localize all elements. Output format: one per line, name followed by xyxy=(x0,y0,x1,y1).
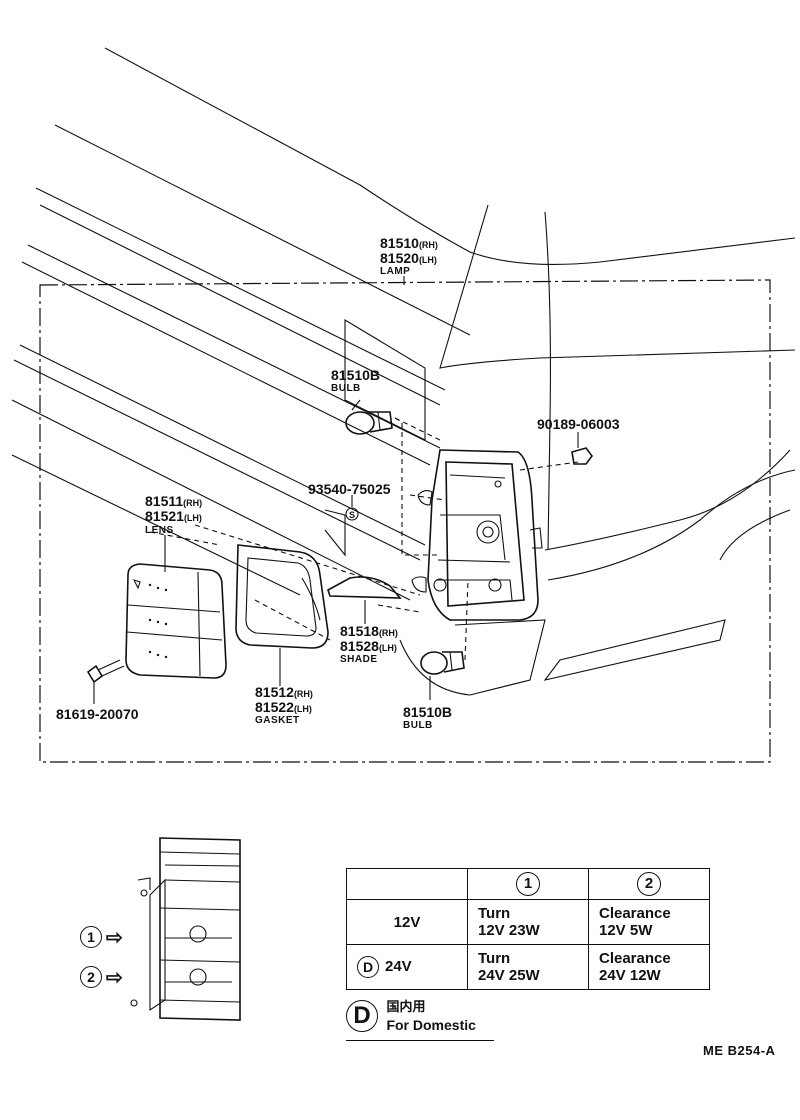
domestic-legend-underline xyxy=(346,1040,494,1041)
shade-part xyxy=(327,576,402,599)
gasket-number-rh: 81512 xyxy=(255,684,294,700)
vehicle-body-outline xyxy=(11,47,796,696)
position-1-callout: 1⇨ xyxy=(80,926,123,948)
svg-text:81520(LH): 81520(LH) xyxy=(380,250,437,266)
table-header-empty xyxy=(346,868,468,900)
gasket-side-lh: (LH) xyxy=(294,704,312,714)
table-header-1: 1 xyxy=(467,868,589,900)
assembly-frame xyxy=(39,279,771,763)
bulb-upper-name: BULB xyxy=(331,383,361,394)
lamp-name: LAMP xyxy=(380,266,410,277)
lens-part xyxy=(125,563,227,679)
domestic-legend-text: 国内用 For Domestic xyxy=(386,1000,475,1034)
gasket-part xyxy=(235,544,329,649)
domestic-legend-mark-icon: D xyxy=(346,1000,378,1032)
lamp-side-rh: (RH) xyxy=(419,240,438,250)
svg-text:81522(LH): 81522(LH) xyxy=(255,699,312,715)
table-row: D 24V Turn 24V 25W Clearance 24V 12W xyxy=(346,944,710,990)
bulb-upper-number: 81510B xyxy=(331,367,380,383)
table-row-12v-col2: Clearance 12V 5W xyxy=(588,899,710,945)
screw-number: 81619-20070 xyxy=(56,706,139,722)
lamp-front-view xyxy=(130,837,241,1021)
label-bulb-upper: 81510B BULB xyxy=(331,367,380,394)
nut-number: 90189-06003 xyxy=(537,416,620,432)
bulb-lower-name: BULB xyxy=(403,720,433,731)
table-row-12v-col1-line1: Turn xyxy=(478,905,511,922)
table-row-12v-col1-line2: 12V 23W xyxy=(478,922,540,939)
table-row-24v-col2: Clearance 24V 12W xyxy=(588,944,710,990)
lamp-housing xyxy=(411,449,543,621)
table-header-1-label: 1 xyxy=(516,872,540,896)
shade-side-lh: (LH) xyxy=(379,643,397,653)
lamp-number-rh: 81510 xyxy=(380,235,419,251)
position-2-callout: 2⇨ xyxy=(80,966,123,988)
domestic-legend: D 国内用 For Domestic xyxy=(346,1000,494,1041)
bulb-lower xyxy=(420,651,465,700)
lamp-number-lh: 81520 xyxy=(380,250,419,266)
bulb-lower-number: 81510B xyxy=(403,704,452,720)
screw-s-mark: S xyxy=(345,495,359,521)
table-header-2-label: 2 xyxy=(637,872,661,896)
label-lens: 81511(RH) 81521(LH) LENS xyxy=(145,493,202,572)
table-row-12v-voltage-label: 12V xyxy=(393,913,421,931)
domestic-legend-jp: 国内用 xyxy=(386,1000,426,1015)
gasket-name: GASKET xyxy=(255,715,300,726)
gasket-side-rh: (RH) xyxy=(294,689,313,699)
table-row-24v-col2-line2: 24V 12W xyxy=(599,967,661,984)
svg-text:81521(LH): 81521(LH) xyxy=(145,508,202,524)
table-row-12v-voltage: 12V xyxy=(346,899,468,945)
nut-part xyxy=(571,432,593,465)
position-2-number: 2 xyxy=(80,966,102,988)
shade-name: SHADE xyxy=(340,654,378,665)
svg-text:81510(RH): 81510(RH) xyxy=(380,235,438,251)
table-header-row: 1 2 xyxy=(346,868,710,900)
lens-number-rh: 81511 xyxy=(145,493,183,509)
table-row-12v-col1: Turn 12V 23W xyxy=(467,899,589,945)
lens-name: LENS xyxy=(145,525,174,536)
table-row-24v-col2-line1: Clearance xyxy=(599,950,671,967)
position-1-arrow-icon: ⇨ xyxy=(106,926,123,949)
lens-side-lh: (LH) xyxy=(184,513,202,523)
svg-text:81528(LH): 81528(LH) xyxy=(340,638,397,654)
bulb-upper xyxy=(345,399,393,435)
shade-side-rh: (RH) xyxy=(379,628,398,638)
domestic-legend-en: For Domestic xyxy=(386,1017,476,1033)
table-row-24v-col1: Turn 24V 25W xyxy=(467,944,589,990)
svg-text:81512(RH): 81512(RH) xyxy=(255,684,313,700)
shade-number-rh: 81518 xyxy=(340,623,379,639)
screw-s-number: 93540-75025 xyxy=(308,481,391,497)
svg-text:81518(RH): 81518(RH) xyxy=(340,623,398,639)
table-row-24v-col1-line1: Turn xyxy=(478,950,511,967)
position-2-arrow-icon: ⇨ xyxy=(106,966,123,989)
lens-number-lh: 81521 xyxy=(145,508,184,524)
assembly-leaders xyxy=(149,417,579,661)
table-row: 12V Turn 12V 23W Clearance 12V 5W xyxy=(346,899,710,945)
svg-text:81511(RH): 81511(RH) xyxy=(145,493,202,509)
label-lamp: 81510(RH) 81520(LH) LAMP xyxy=(380,235,438,285)
table-row-12v-col2-line1: Clearance xyxy=(599,905,671,922)
screw-s-mark-letter: S xyxy=(349,510,355,520)
table-row-24v-voltage-label: 24V xyxy=(385,957,412,975)
gasket-number-lh: 81522 xyxy=(255,699,294,715)
screw-part xyxy=(86,659,125,704)
domestic-mark-icon: D xyxy=(357,956,379,978)
lens-side-rh: (RH) xyxy=(183,498,202,508)
table-header-2: 2 xyxy=(588,868,710,900)
table-row-24v-col1-line2: 24V 25W xyxy=(478,967,540,984)
label-bulb-lower: 81510B BULB xyxy=(403,704,452,731)
table-row-24v-voltage: D 24V xyxy=(346,944,468,990)
reference-code: ME B254-A xyxy=(703,1043,776,1058)
label-gasket: 81512(RH) 81522(LH) GASKET xyxy=(255,648,313,726)
table-row-12v-col2-line2: 12V 5W xyxy=(599,922,653,939)
lamp-side-lh: (LH) xyxy=(419,255,437,265)
label-shade: 81518(RH) 81528(LH) SHADE xyxy=(340,600,398,665)
position-1-number: 1 xyxy=(80,926,102,948)
shade-number-lh: 81528 xyxy=(340,638,379,654)
